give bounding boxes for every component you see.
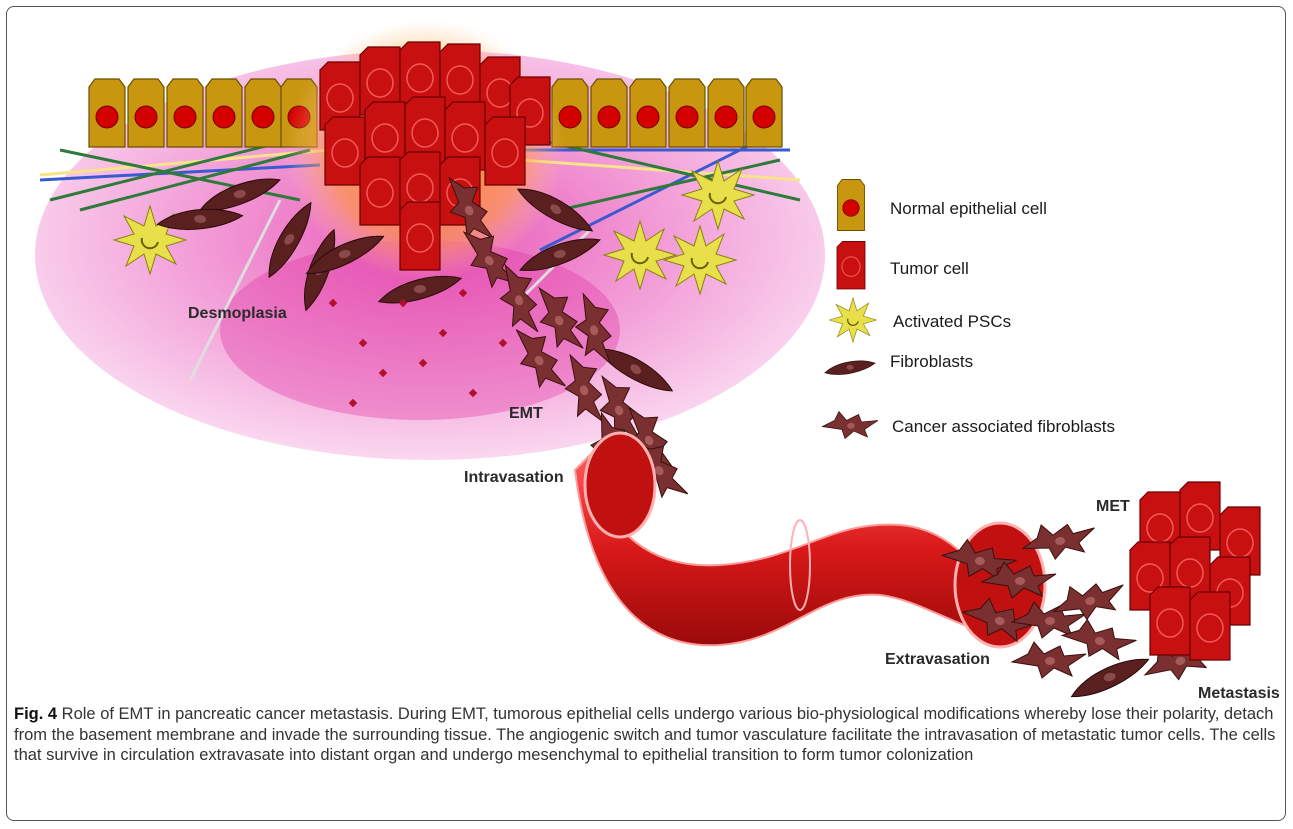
legend-item: Tumor cell	[837, 241, 969, 289]
tumor-cell-icon	[837, 241, 865, 289]
cancer-associated-fibroblast-icon	[823, 412, 879, 439]
label-emt: EMT	[509, 405, 543, 422]
normal-epithelial-cell-icon	[838, 180, 865, 231]
legend-item: Normal epithelial cell	[838, 180, 1047, 231]
legend-label: Activated PSCs	[893, 312, 1011, 331]
legend-item: Fibroblasts	[825, 352, 973, 375]
fibroblast-icon	[825, 361, 875, 375]
label-intravasation: Intravasation	[464, 469, 564, 486]
label-metastasis: Metastasis	[1198, 685, 1280, 700]
legend-label: Fibroblasts	[890, 352, 973, 371]
legend-label: Normal epithelial cell	[890, 199, 1047, 218]
label-met: MET	[1096, 498, 1130, 515]
figure-number: Fig. 4	[14, 705, 57, 723]
legend-item: Cancer associated fibroblasts	[823, 412, 1116, 439]
label-desmoplasia: Desmoplasia	[188, 305, 287, 322]
label-extravasation: Extravasation	[885, 651, 990, 668]
legend-label: Tumor cell	[890, 259, 969, 278]
emt-diagram: Desmoplasia EMT Intravasation MET Extrav…	[0, 0, 1293, 700]
metastatic-tumor	[1130, 482, 1260, 660]
normal-epithelium-left	[89, 79, 317, 147]
figure-caption: Fig. 4 Role of EMT in pancreatic cancer …	[14, 704, 1276, 766]
legend-item: Activated PSCs	[830, 298, 1012, 342]
legend: Normal epithelial cell Tumor cell Activa…	[823, 180, 1116, 439]
legend-label: Cancer associated fibroblasts	[892, 417, 1115, 436]
activated-psc-icon	[830, 298, 877, 342]
caption-text: Role of EMT in pancreatic cancer metasta…	[14, 705, 1275, 764]
